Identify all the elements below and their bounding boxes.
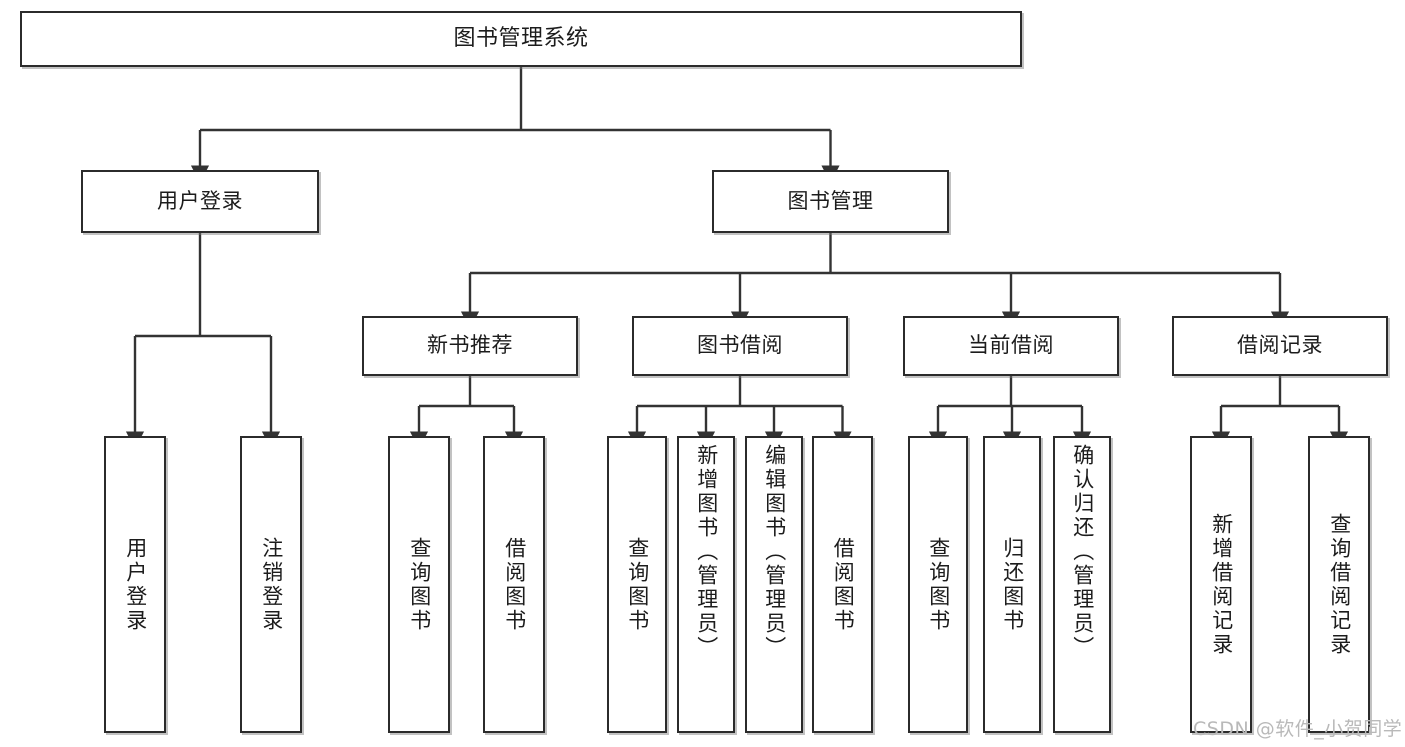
edge-paths	[125, 67, 1349, 450]
node-leaf-cb-confirm[interactable]: 确认归还（管理员）	[1053, 436, 1111, 733]
node-leaf-bb-add[interactable]: 新增图书（管理员）	[677, 436, 735, 733]
node-label: 借阅图书	[831, 536, 856, 633]
node-leaf-br-add[interactable]: 新增借阅记录	[1190, 436, 1252, 733]
node-label: 当前借阅	[968, 333, 1054, 358]
node-l2-book-borrow[interactable]: 图书借阅	[632, 316, 848, 376]
node-label: 借阅图书	[502, 536, 527, 633]
node-label: 确认归还（管理员）	[1070, 444, 1095, 660]
node-l1-user-login[interactable]: 用户登录	[81, 170, 319, 233]
node-l1-book-manage[interactable]: 图书管理	[712, 170, 949, 233]
node-leaf-cb-return[interactable]: 归还图书	[983, 436, 1041, 733]
node-l2-new-book-rec[interactable]: 新书推荐	[362, 316, 578, 376]
node-leaf-user-logout[interactable]: 注销登录	[240, 436, 302, 733]
node-label: 查询图书	[625, 536, 650, 633]
watermark-label: CSDN @软件_小贺同学	[1193, 718, 1403, 740]
node-leaf-bb-query[interactable]: 查询图书	[607, 436, 667, 733]
node-label: 查询借阅记录	[1327, 512, 1352, 657]
node-label: 查询图书	[926, 536, 951, 633]
node-leaf-user-login[interactable]: 用户登录	[104, 436, 166, 733]
node-label: 图书借阅	[697, 333, 783, 358]
node-label: 借阅记录	[1237, 333, 1323, 358]
node-label: 图书管理系统	[453, 25, 589, 51]
node-label: 用户登录	[157, 188, 243, 213]
node-label: 新增图书（管理员）	[694, 444, 719, 660]
node-leaf-br-query[interactable]: 查询借阅记录	[1308, 436, 1370, 733]
node-leaf-cb-query[interactable]: 查询图书	[908, 436, 968, 733]
node-label: 新增借阅记录	[1209, 512, 1234, 657]
node-label: 编辑图书（管理员）	[762, 444, 787, 660]
node-leaf-bb-borrow[interactable]: 借阅图书	[812, 436, 873, 733]
node-label: 图书管理	[787, 188, 874, 213]
node-label: 注销登录	[259, 536, 284, 633]
node-label: 新书推荐	[427, 333, 513, 358]
node-l2-current-borrow[interactable]: 当前借阅	[903, 316, 1119, 376]
node-label: 用户登录	[123, 536, 148, 633]
node-label: 归还图书	[1000, 536, 1025, 633]
node-leaf-nbr-query[interactable]: 查询图书	[388, 436, 450, 733]
node-leaf-bb-edit[interactable]: 编辑图书（管理员）	[745, 436, 803, 733]
node-leaf-nbr-borrow[interactable]: 借阅图书	[483, 436, 545, 733]
node-root[interactable]: 图书管理系统	[20, 11, 1022, 67]
node-label: 查询图书	[407, 536, 432, 633]
node-l2-borrow-record[interactable]: 借阅记录	[1172, 316, 1388, 376]
